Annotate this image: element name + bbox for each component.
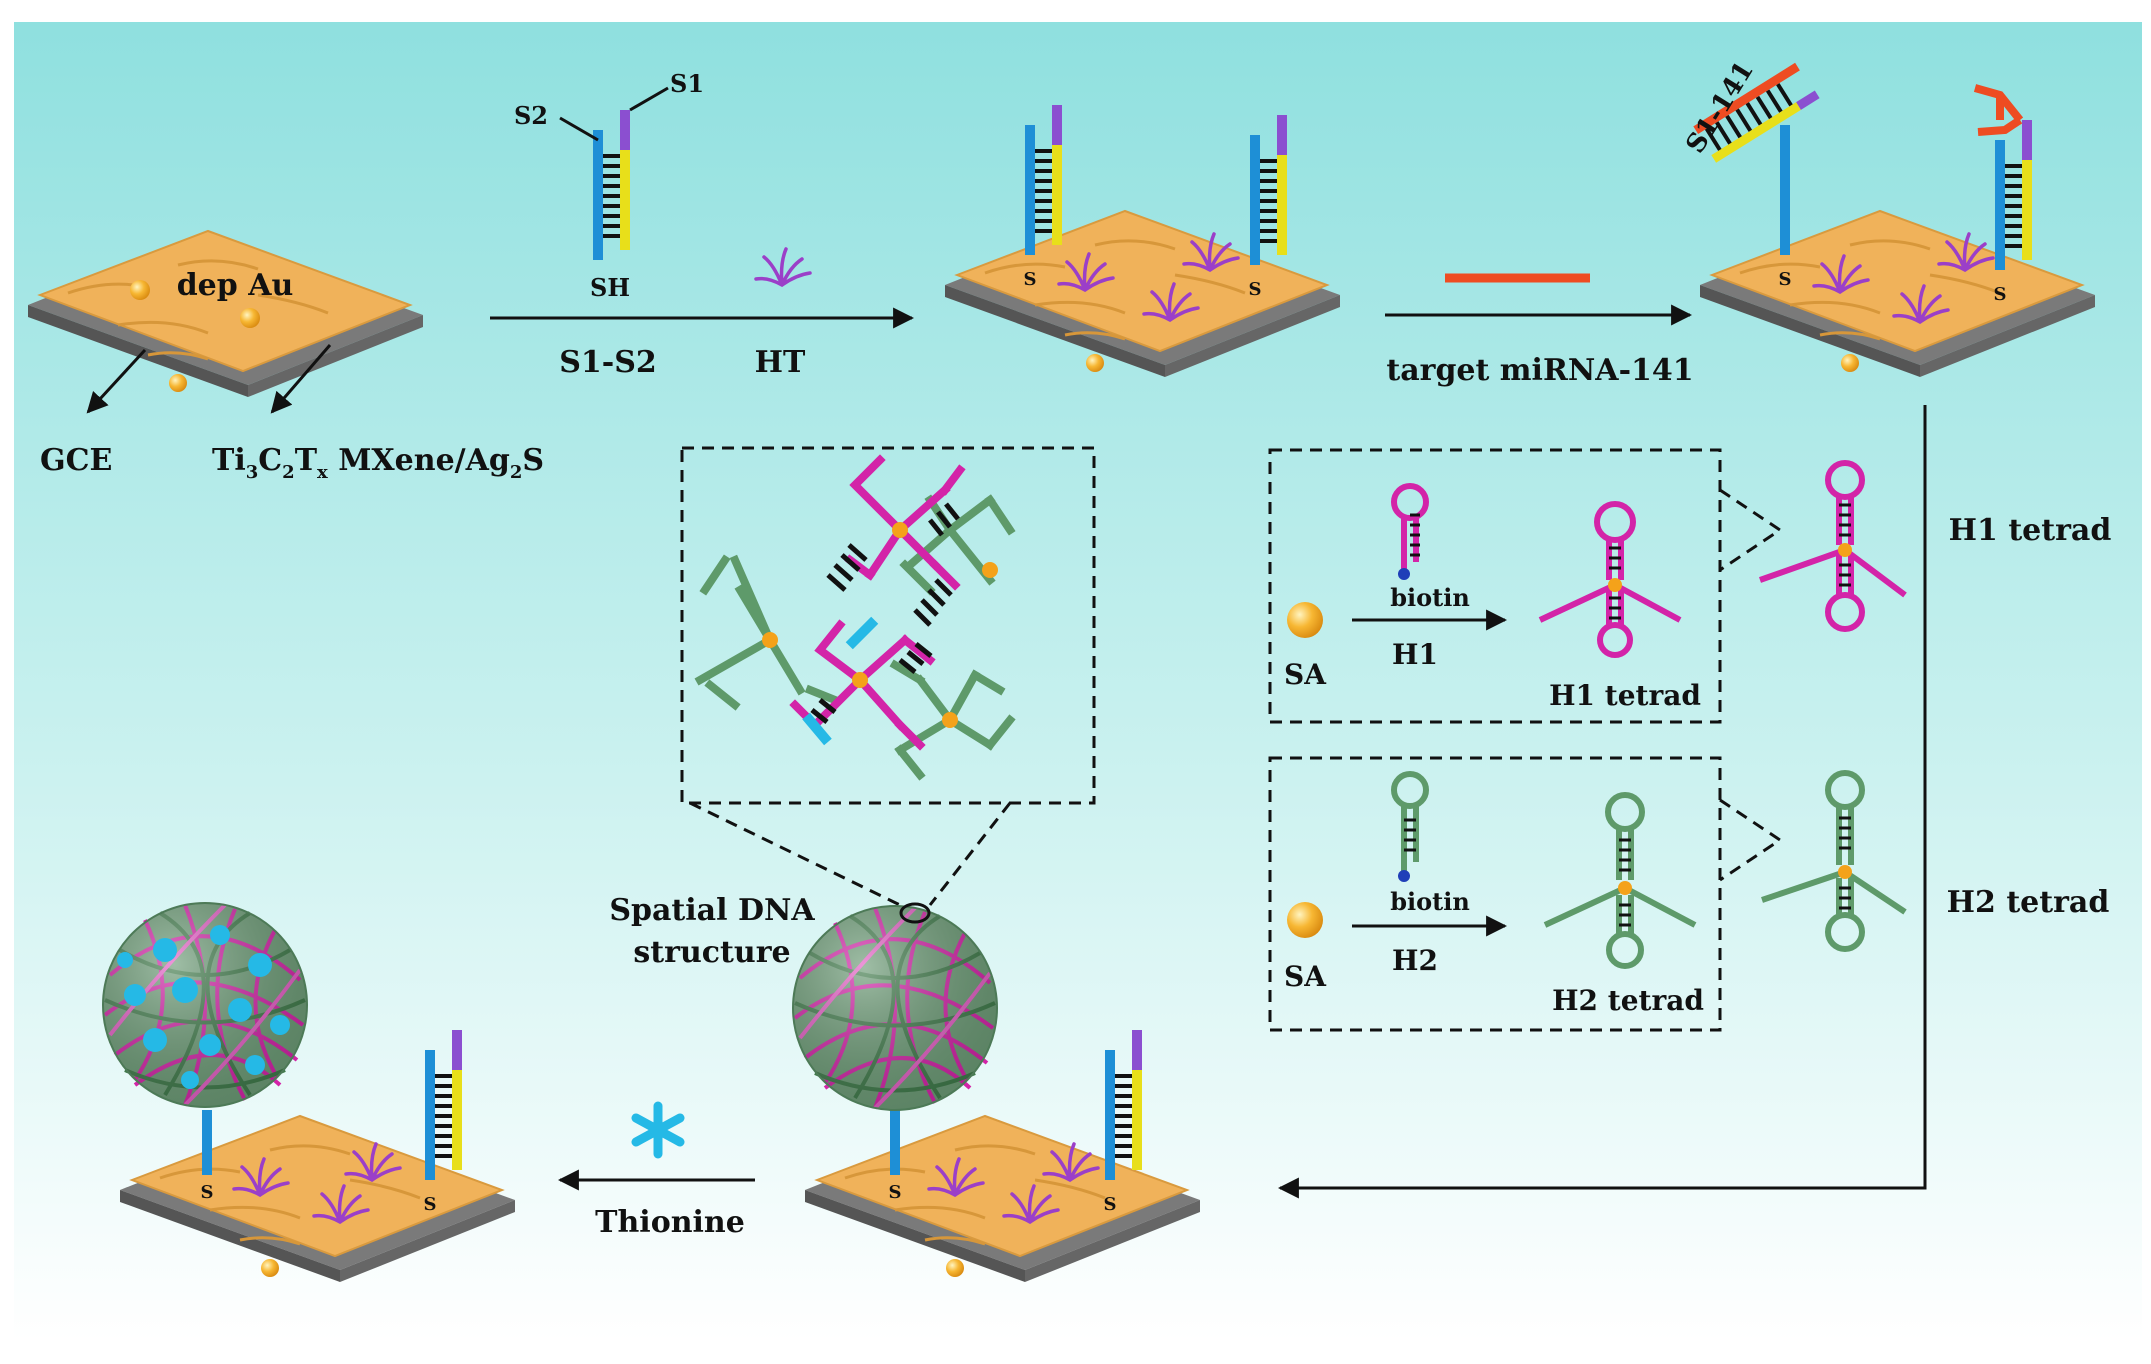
- h1-tetrad-side-label: H1 tetrad: [1949, 513, 2112, 548]
- s-bond-label: S: [1024, 269, 1037, 290]
- h2-tetrad-side-label: H2 tetrad: [1947, 885, 2110, 920]
- biotin-label: biotin: [1390, 887, 1470, 916]
- sh-label: SH: [590, 273, 630, 302]
- h2-tetrad-box: SA biotin H2 H2 tetrad: [1268, 756, 1907, 1032]
- h2-label: H2: [1392, 944, 1438, 977]
- thionine-label: Thionine: [595, 1205, 745, 1240]
- s1-141-duplex: [1693, 62, 1820, 163]
- thionine-step: Thionine: [557, 1101, 755, 1240]
- h1-tetrad-box: SA biotin H1 H1 tetrad: [1268, 448, 1907, 724]
- dna-lattice-zoom: [680, 446, 1096, 907]
- biotin-label: biotin: [1390, 583, 1470, 612]
- h2-tetrad-large-icon: [1761, 770, 1907, 952]
- s-bond-label: S: [1779, 269, 1792, 290]
- h1-tetrad-label: H1 tetrad: [1549, 679, 1701, 712]
- bare-electrode: dep Au GCE Ti3C2Tx MXene/Ag2S: [26, 229, 544, 483]
- return-arrow: H1 tetrad H2 tetrad: [1277, 405, 2112, 1199]
- sa-icon: [1287, 602, 1323, 638]
- sa-icon: [1287, 902, 1323, 938]
- h2-tetrad-label: H2 tetrad: [1552, 984, 1704, 1017]
- s1-s2-label: S1-S2: [559, 345, 657, 380]
- probe-modified-electrode: S S: [943, 103, 1342, 379]
- h2-tetrad-icon: [1543, 792, 1697, 969]
- sa-label: SA: [1284, 960, 1327, 993]
- final-electrode: S S: [101, 901, 517, 1284]
- s-bond-label: S: [1104, 1194, 1117, 1215]
- s2-label: S2: [514, 101, 548, 130]
- dna-nanoball: [791, 904, 999, 1112]
- target-mirna-label: target miRNA-141: [1386, 353, 1693, 388]
- dep-au-label: dep Au: [177, 268, 294, 303]
- sa-label: SA: [1284, 658, 1327, 691]
- ht-label: HT: [755, 345, 806, 380]
- thionine-loaded-nanoball: [101, 901, 309, 1109]
- structure-label: structure: [633, 935, 790, 970]
- spatial-dna-label: Spatial DNA: [609, 893, 815, 928]
- step1-arrow: S1-S2 HT S2 S1 SH: [490, 69, 915, 380]
- s-bond-label: S: [1249, 279, 1262, 300]
- h1-tetrad-icon: [1538, 501, 1682, 658]
- gce-label: GCE: [40, 443, 112, 478]
- s-bond-label: S: [201, 1182, 214, 1203]
- step2-arrow: target miRNA-141: [1385, 273, 1694, 388]
- dna-ball-electrode: S S Spatial DNA structure: [609, 893, 1202, 1284]
- h1-label: H1: [1392, 638, 1438, 671]
- mxene-label: Ti3C2Tx MXene/Ag2S: [212, 443, 544, 483]
- s-bond-label: S: [1994, 284, 2007, 305]
- h1-tetrad-large-icon: [1759, 460, 1907, 632]
- thionine-icon: [631, 1101, 685, 1159]
- s1-label: S1: [670, 69, 704, 98]
- s-bond-label: S: [424, 1194, 437, 1215]
- s-bond-label: S: [889, 1182, 902, 1203]
